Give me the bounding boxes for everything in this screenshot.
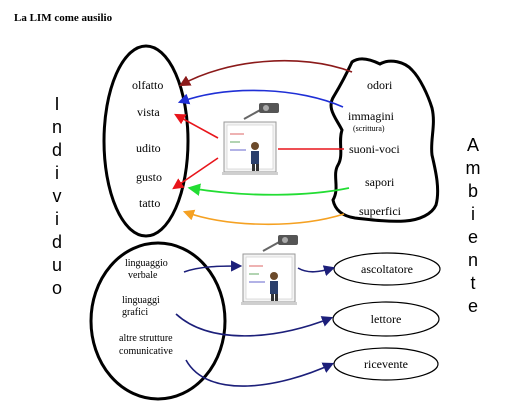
individuo-letter: o <box>52 278 62 298</box>
superfici-to-tatto-arrow <box>182 209 345 226</box>
ambiente-suoni-voci: suoni-voci <box>349 142 400 156</box>
ambiente-letter: m <box>466 158 481 178</box>
sense-gusto: gusto <box>136 170 162 184</box>
ambiente-letter: t <box>470 273 475 293</box>
verbale-to-lim-arrow <box>183 260 243 273</box>
sense-vista: vista <box>137 105 160 119</box>
sense-olfatto: olfatto <box>132 78 163 92</box>
ambiente-superfici: superfici <box>359 204 402 218</box>
individuo-letter: n <box>52 117 62 137</box>
lim-to-vista-arrow <box>174 113 219 139</box>
ambiente-letter: e <box>468 227 478 247</box>
ambiente-sapori: sapori <box>365 175 395 189</box>
grafici-to-lettore-arrow <box>175 313 334 337</box>
comm-verbale: verbale <box>128 270 158 281</box>
individuo-letter: i <box>55 209 59 229</box>
ambiente-cloud <box>329 57 440 223</box>
ambiente-odori: odori <box>367 78 393 92</box>
page-title: La LIM come ausilio <box>14 12 113 24</box>
individuo-letter: i <box>55 163 59 183</box>
ambiente-letter: A <box>467 135 479 155</box>
lim-to-ascoltatore-arrow <box>297 265 336 276</box>
receiver-ricevente: ricevente <box>364 357 408 371</box>
comm-linguaggio: linguaggio <box>125 258 168 269</box>
ambiente-scrittura: (scrittura) <box>353 124 385 133</box>
ambiente-vertical-label: A m b i e n t e <box>466 135 481 316</box>
ambiente-letter: b <box>468 181 478 201</box>
individuo-letter: d <box>52 232 62 252</box>
lim-whiteboard-icon <box>222 103 279 175</box>
lim-to-tatto-arrow <box>172 157 219 190</box>
ambiente-letter: n <box>468 250 478 270</box>
ambiente-immagini: immagini <box>348 109 395 123</box>
ambiente-letter: e <box>468 296 478 316</box>
receiver-lettore: lettore <box>371 312 402 326</box>
altre-to-ricevente-arrow <box>185 359 335 387</box>
sense-udito: udito <box>136 141 161 155</box>
sapori-to-gusto-arrow <box>187 183 350 196</box>
individuo-letter: v <box>53 186 62 206</box>
comm-grafici: grafici <box>122 307 148 318</box>
communication-ellipse <box>89 241 227 401</box>
comm-altre-strutture: altre strutture <box>119 333 173 344</box>
sense-tatto: tatto <box>139 196 160 210</box>
individuo-letter: d <box>52 140 62 160</box>
odori-to-olfatto-arrow <box>179 59 353 87</box>
receiver-ascoltatore: ascoltatore <box>361 262 413 276</box>
individuo-letter: u <box>52 255 62 275</box>
comm-linguaggi: linguaggi <box>122 295 160 306</box>
comm-comunicative: comunicative <box>119 346 173 357</box>
senses-ellipse <box>102 44 190 238</box>
immagini-to-vista-arrow <box>177 89 344 108</box>
ambiente-letter: i <box>471 204 475 224</box>
lim-whiteboard-icon <box>241 235 298 305</box>
individuo-vertical-label: I n d i v i d u o <box>52 94 62 298</box>
individuo-letter: I <box>54 94 59 114</box>
